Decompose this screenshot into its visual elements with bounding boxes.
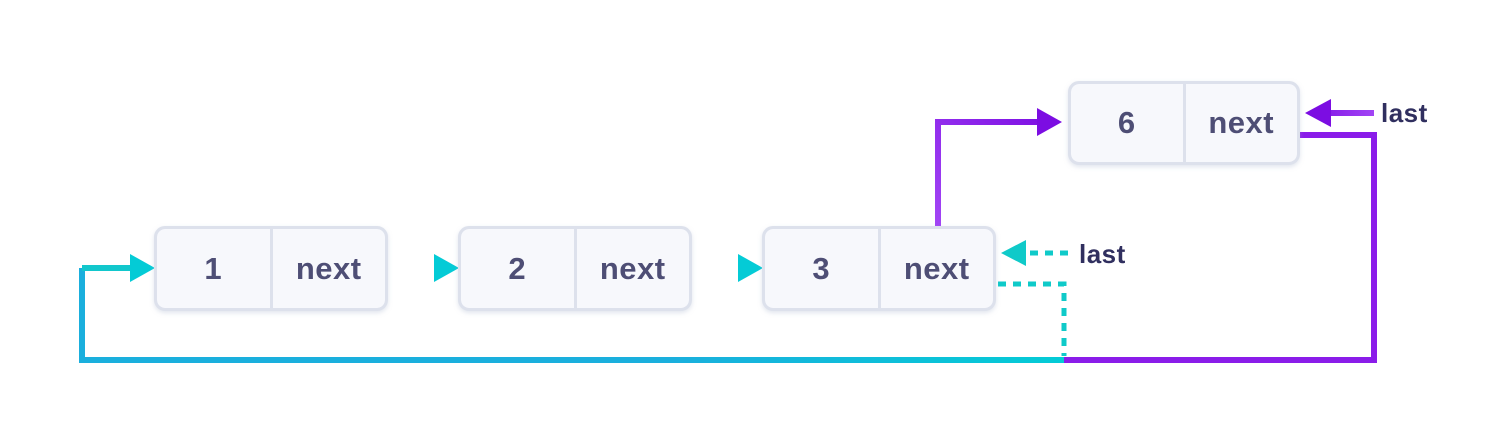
node-6-divider: [1182, 84, 1186, 162]
arrow-node-2-to-node-3: [694, 254, 763, 282]
node-2-next-label: next: [599, 250, 666, 286]
last-label-new: last: [1381, 98, 1428, 128]
node-3-next-cell: next: [880, 229, 993, 308]
arrowhead-into-node-2: [434, 254, 459, 282]
node-6-value: 6: [1117, 105, 1136, 140]
node-1-value-cell: 1: [157, 229, 270, 308]
last-label-old: last: [1079, 239, 1126, 269]
arrowhead-last-new: [1305, 99, 1331, 127]
arrow-node-1-to-node-2: [390, 254, 459, 282]
node-1-divider: [269, 229, 273, 308]
arrowhead-last-old: [1001, 240, 1026, 266]
node-1-box: 1 next: [154, 226, 388, 311]
arrow-node-3-to-node-6: [935, 108, 1062, 227]
arrowhead-into-node-6: [1037, 108, 1062, 136]
node-2-value-cell: 2: [461, 229, 574, 308]
node-3-next-label: next: [903, 250, 970, 286]
node-2-value: 2: [508, 250, 527, 286]
arrowhead-into-node-1: [130, 254, 155, 282]
last-pointer-arrow-old-dashed: [1001, 240, 1068, 266]
node-6-box: 6 next: [1068, 81, 1300, 165]
node-1-next-label: next: [295, 250, 362, 286]
last-pointer-arrow-new: [1305, 99, 1374, 127]
node-2-next-cell: next: [576, 229, 689, 308]
arrow-node-6-loop-back: [1064, 132, 1377, 363]
node-1-value: 1: [204, 250, 223, 286]
node-1-next-cell: next: [272, 229, 385, 308]
node-6-next-label: next: [1208, 105, 1275, 140]
node-3-value-cell: 3: [765, 229, 878, 308]
node-3-value: 3: [812, 250, 831, 286]
node-2-box: 2 next: [458, 226, 692, 311]
node-3-box: 3 next: [762, 226, 996, 311]
arrow-loop-to-head: [79, 254, 1064, 363]
old-next-link-dashed: [998, 281, 1067, 356]
node-6-value-cell: 6: [1071, 84, 1183, 162]
node-3-divider: [877, 229, 881, 308]
arrowhead-into-node-3: [738, 254, 763, 282]
node-6-next-cell: next: [1185, 84, 1297, 162]
node-2-divider: [573, 229, 577, 308]
